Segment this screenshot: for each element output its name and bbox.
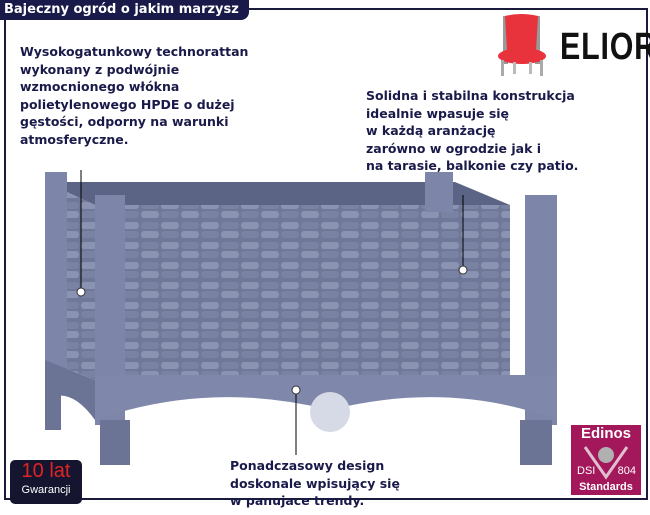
page-title: Bajeczny ogród o jakim marzysz: [0, 0, 249, 20]
certification-badge: Edinos DSI 804 Standards: [571, 425, 641, 495]
brand-logo-text: ELIOR: [560, 26, 650, 68]
feature-construction: Solidna i stabilna konstrukcja idealnie …: [366, 88, 579, 173]
feature-design: Ponadczasowy design doskonale wpisujący …: [230, 458, 400, 508]
certification-right: 804: [617, 465, 636, 477]
feature-material: Wysokogatunkowy technorattan wykonany z …: [20, 44, 249, 147]
warranty-value: 10 lat: [21, 460, 71, 482]
frame: [4, 8, 648, 500]
certification-label: Standards: [579, 481, 633, 493]
checkmark-icon: [583, 446, 629, 480]
certification-left: DSI: [577, 465, 596, 477]
warranty-label: Gwarancji: [21, 484, 71, 496]
chair-icon: [495, 12, 555, 84]
certification-name: Edinos: [580, 425, 631, 442]
warranty-badge: 10 lat Gwarancji: [10, 460, 82, 504]
